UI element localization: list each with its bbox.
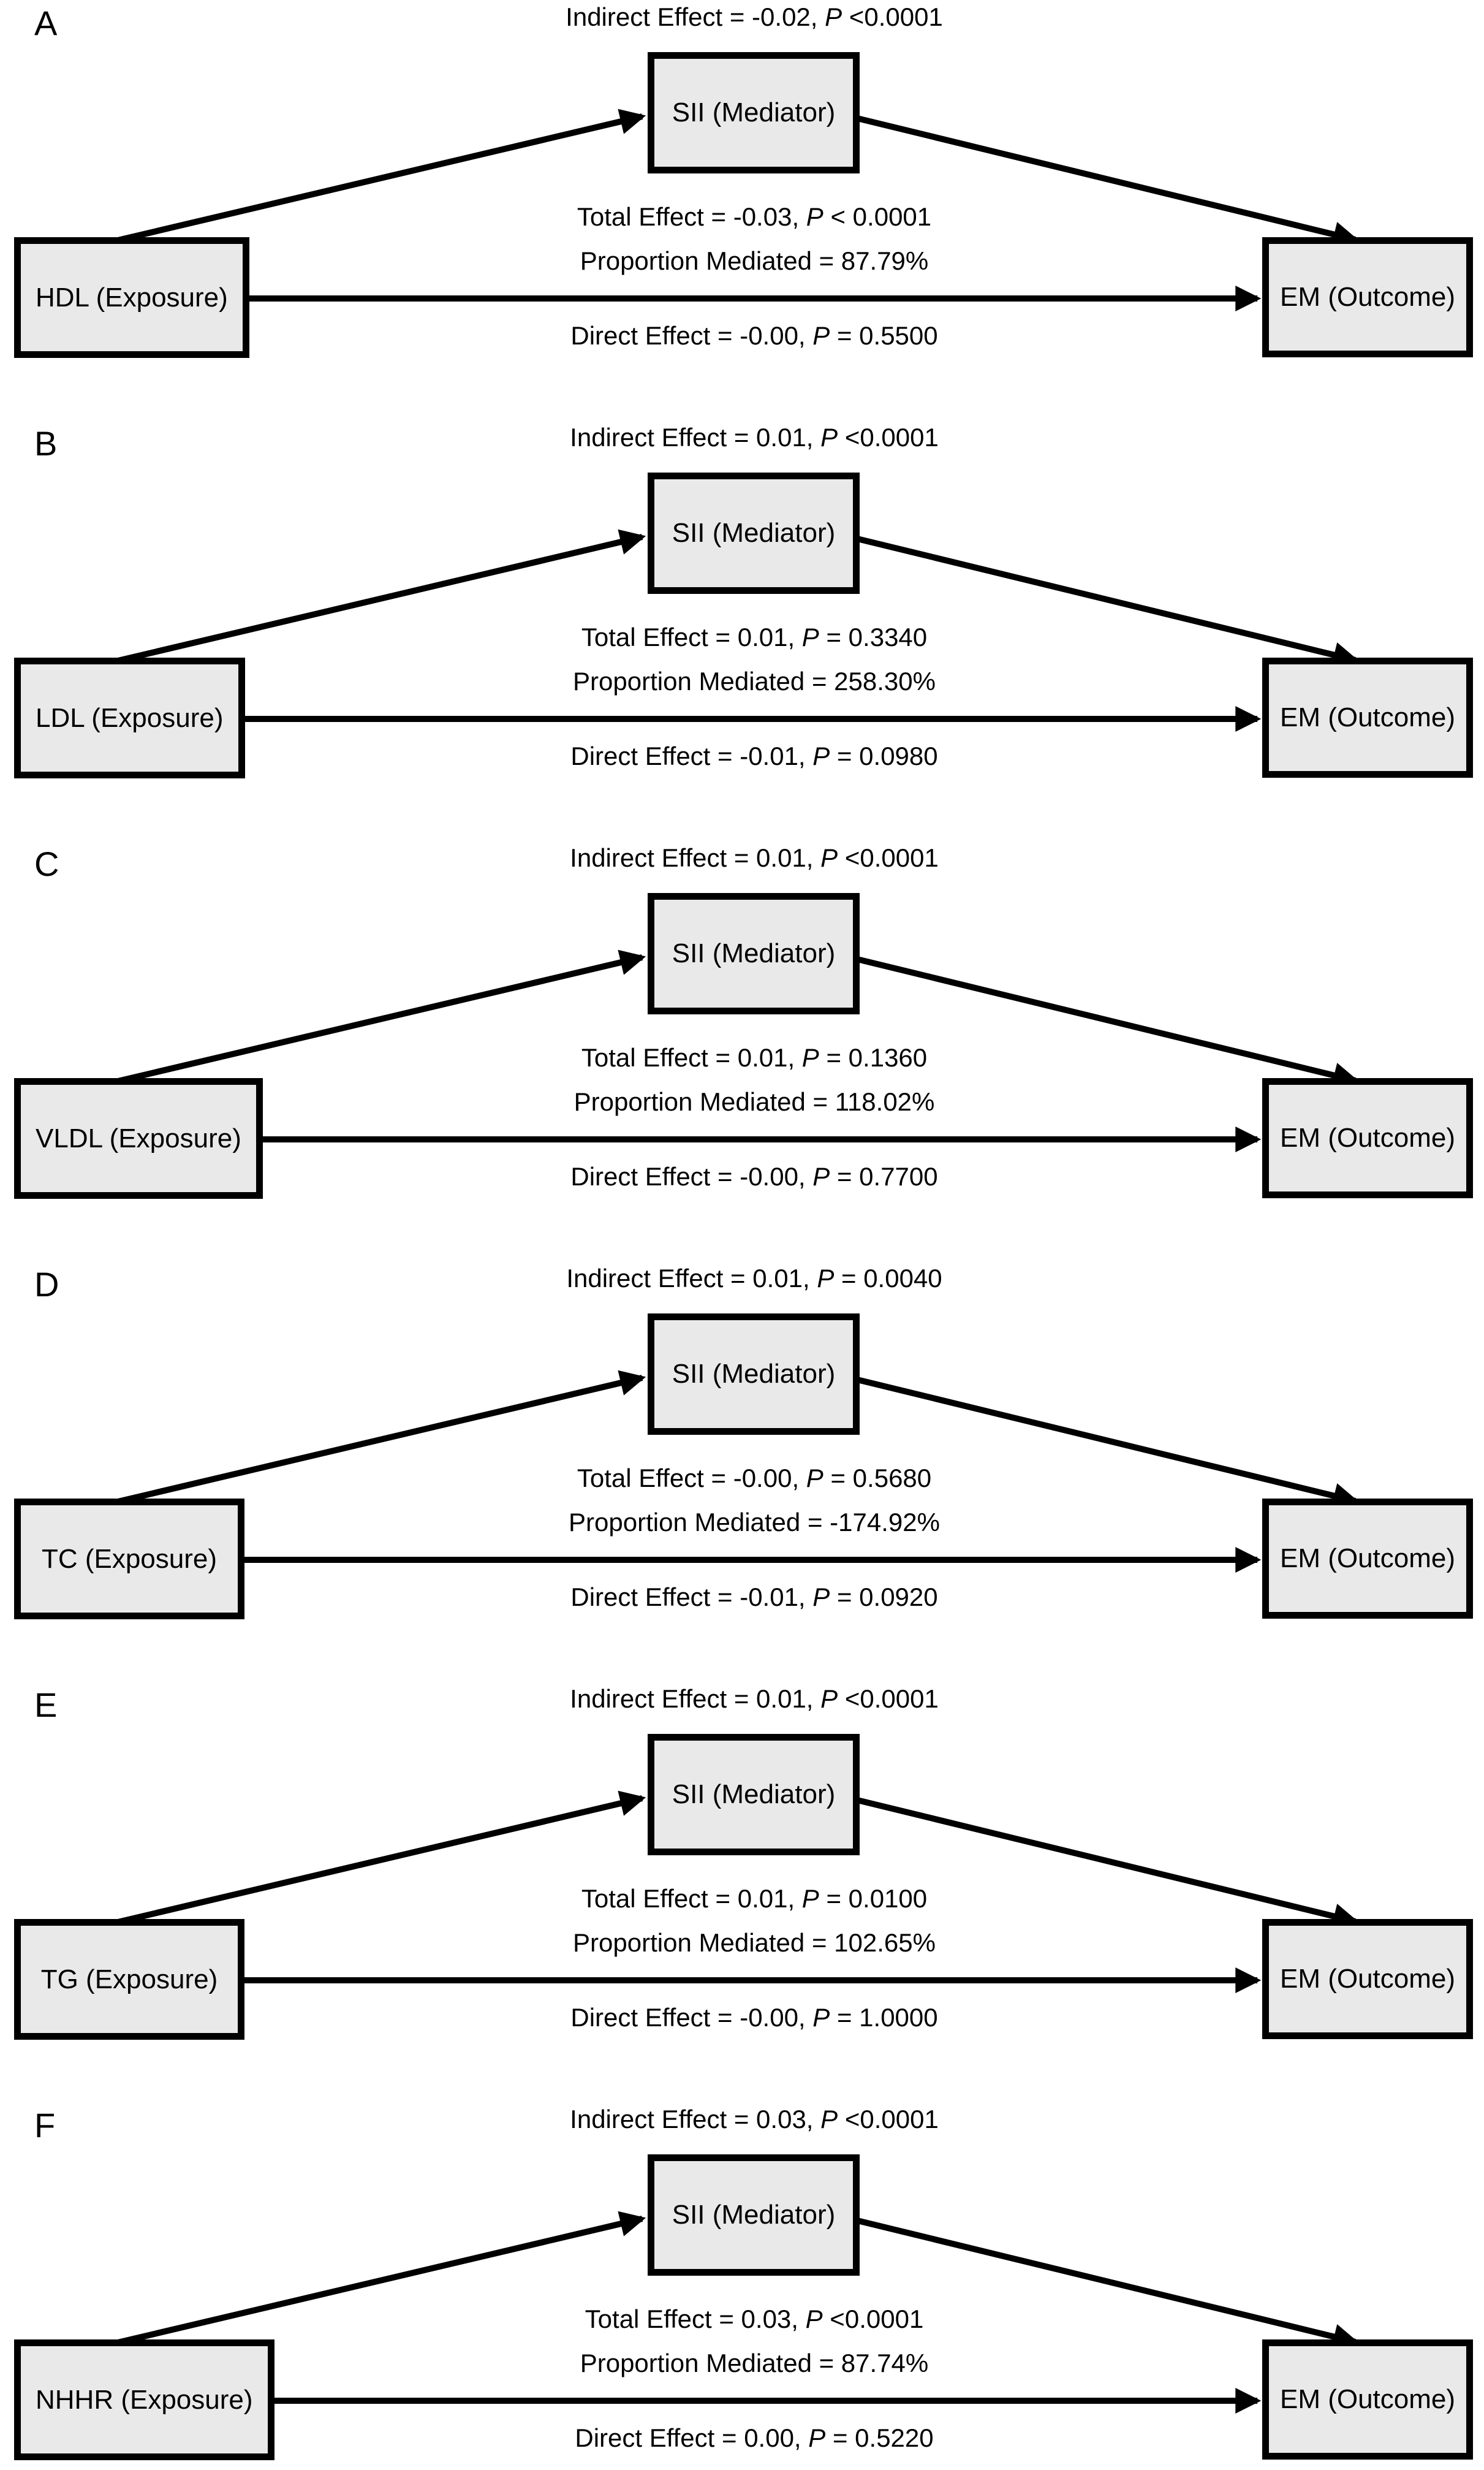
arrow-mediator-to-outcome [854, 956, 1360, 1088]
direct-effect-text: Direct Effect = -0.00, P = 1.0000 [570, 2003, 938, 2032]
arrow-mediator-to-outcome [854, 1796, 1360, 1929]
exposure-box: LDL (Exposure) [14, 658, 245, 778]
proportion-mediated-text: Proportion Mediated = 87.74% [580, 2349, 929, 2377]
path-arrows [91, 529, 1360, 732]
indirect-effect-text: Indirect Effect = 0.01, P <0.0001 [570, 843, 939, 872]
exposure-box: NHHR (Exposure) [14, 2339, 274, 2460]
path-arrows [91, 949, 1360, 1152]
path-arrows [91, 1370, 1360, 1573]
outcome-label: EM (Outcome) [1279, 1123, 1456, 1153]
outcome-box: EM (Outcome) [1262, 237, 1473, 357]
outcome-box: EM (Outcome) [1262, 658, 1473, 778]
indirect-effect-text: Indirect Effect = 0.03, P <0.0001 [570, 2105, 939, 2134]
mediator-label: SII (Mediator) [672, 1779, 836, 1809]
exposure-box: HDL (Exposure) [14, 237, 249, 358]
arrow-exposure-to-mediator [91, 108, 646, 249]
panel-a: A Indirect Effect = -0.02, P <0.0001 Tot… [0, 0, 1484, 420]
mediator-label: SII (Mediator) [672, 2200, 836, 2230]
outcome-label: EM (Outcome) [1279, 282, 1456, 312]
panel-label: F [34, 2106, 56, 2145]
mediator-box: SII (Mediator) [648, 2154, 860, 2276]
outcome-box: EM (Outcome) [1262, 1499, 1473, 1619]
total-effect-text: Total Effect = 0.01, P = 0.0100 [581, 1884, 928, 1913]
path-arrows [91, 108, 1360, 311]
direct-effect-text: Direct Effect = 0.00, P = 0.5220 [575, 2423, 934, 2452]
exposure-label: LDL (Exposure) [36, 702, 224, 733]
panel-label: C [34, 845, 59, 883]
direct-effect-text: Direct Effect = -0.00, P = 0.5500 [570, 321, 938, 350]
exposure-box: TG (Exposure) [14, 1919, 244, 2040]
total-effect-text: Total Effect = 0.01, P = 0.3340 [581, 623, 928, 652]
indirect-effect-text: Indirect Effect = 0.01, P = 0.0040 [566, 1264, 942, 1293]
exposure-label: TC (Exposure) [41, 1543, 218, 1574]
indirect-effect-text: Indirect Effect = 0.01, P <0.0001 [570, 423, 939, 452]
proportion-mediated-text: Proportion Mediated = 258.30% [573, 667, 936, 696]
arrow-exposure-to-mediator [91, 949, 646, 1090]
mediator-label: SII (Mediator) [672, 518, 836, 548]
panel-b: B Indirect Effect = 0.01, P <0.0001 Tota… [0, 420, 1484, 841]
outcome-label: EM (Outcome) [1279, 1964, 1456, 1994]
mediator-box: SII (Mediator) [648, 52, 860, 173]
proportion-mediated-text: Proportion Mediated = 87.79% [580, 246, 929, 275]
direct-effect-text: Direct Effect = -0.01, P = 0.0980 [570, 742, 938, 770]
arrow-exposure-to-mediator [91, 529, 646, 670]
outcome-box: EM (Outcome) [1262, 1919, 1473, 2039]
mediator-label: SII (Mediator) [672, 97, 836, 127]
exposure-label: HDL (Exposure) [36, 282, 228, 313]
arrow-exposure-to-mediator [91, 2211, 646, 2352]
arrow-mediator-to-outcome [854, 115, 1360, 247]
total-effect-text: Total Effect = -0.03, P < 0.0001 [577, 202, 932, 231]
indirect-effect-text: Indirect Effect = 0.01, P <0.0001 [570, 1684, 939, 1713]
mediator-box: SII (Mediator) [648, 473, 860, 594]
path-arrows [91, 1790, 1360, 1993]
proportion-mediated-text: Proportion Mediated = 102.65% [573, 1928, 936, 1957]
arrow-mediator-to-outcome [854, 1376, 1360, 1508]
proportion-mediated-text: Proportion Mediated = -174.92% [569, 1508, 940, 1537]
panel-label: E [34, 1685, 58, 1724]
panel-e: E Indirect Effect = 0.01, P <0.0001 Tota… [0, 1682, 1484, 2102]
total-effect-text: Total Effect = 0.01, P = 0.1360 [581, 1043, 928, 1072]
panel-label: A [34, 4, 58, 42]
outcome-box: EM (Outcome) [1262, 1078, 1473, 1198]
arrow-exposure-to-mediator [91, 1370, 646, 1511]
outcome-box: EM (Outcome) [1262, 2339, 1473, 2460]
exposure-box: VLDL (Exposure) [14, 1078, 263, 1199]
panel-c: C Indirect Effect = 0.01, P <0.0001 Tota… [0, 841, 1484, 1261]
total-effect-text: Total Effect = 0.03, P <0.0001 [585, 2305, 924, 2333]
proportion-mediated-text: Proportion Mediated = 118.02% [574, 1087, 935, 1116]
arrow-mediator-to-outcome [854, 2217, 1360, 2349]
direct-effect-text: Direct Effect = -0.00, P = 0.7700 [570, 1162, 938, 1191]
outcome-label: EM (Outcome) [1279, 1543, 1456, 1573]
panel-label: B [34, 424, 58, 463]
mediator-box: SII (Mediator) [648, 893, 860, 1014]
exposure-label: TG (Exposure) [40, 1964, 218, 1994]
direct-effect-text: Direct Effect = -0.01, P = 0.0920 [570, 1583, 938, 1611]
mediator-box: SII (Mediator) [648, 1734, 860, 1855]
panel-d: D Indirect Effect = 0.01, P = 0.0040 Tot… [0, 1261, 1484, 1682]
mediator-label: SII (Mediator) [672, 938, 836, 968]
panel-f: F Indirect Effect = 0.03, P <0.0001 Tota… [0, 2102, 1484, 2470]
outcome-label: EM (Outcome) [1279, 2384, 1456, 2414]
path-arrows [91, 2211, 1360, 2414]
arrow-mediator-to-outcome [854, 535, 1360, 667]
exposure-label: NHHR (Exposure) [36, 2384, 253, 2415]
total-effect-text: Total Effect = -0.00, P = 0.5680 [577, 1464, 932, 1492]
indirect-effect-text: Indirect Effect = -0.02, P <0.0001 [566, 2, 943, 31]
arrow-exposure-to-mediator [91, 1790, 646, 1931]
outcome-label: EM (Outcome) [1279, 702, 1456, 732]
mediator-box: SII (Mediator) [648, 1313, 860, 1435]
exposure-box: TC (Exposure) [14, 1499, 244, 1619]
panel-label: D [34, 1265, 59, 1304]
mediator-label: SII (Mediator) [672, 1359, 836, 1389]
exposure-label: VLDL (Exposure) [36, 1123, 241, 1153]
